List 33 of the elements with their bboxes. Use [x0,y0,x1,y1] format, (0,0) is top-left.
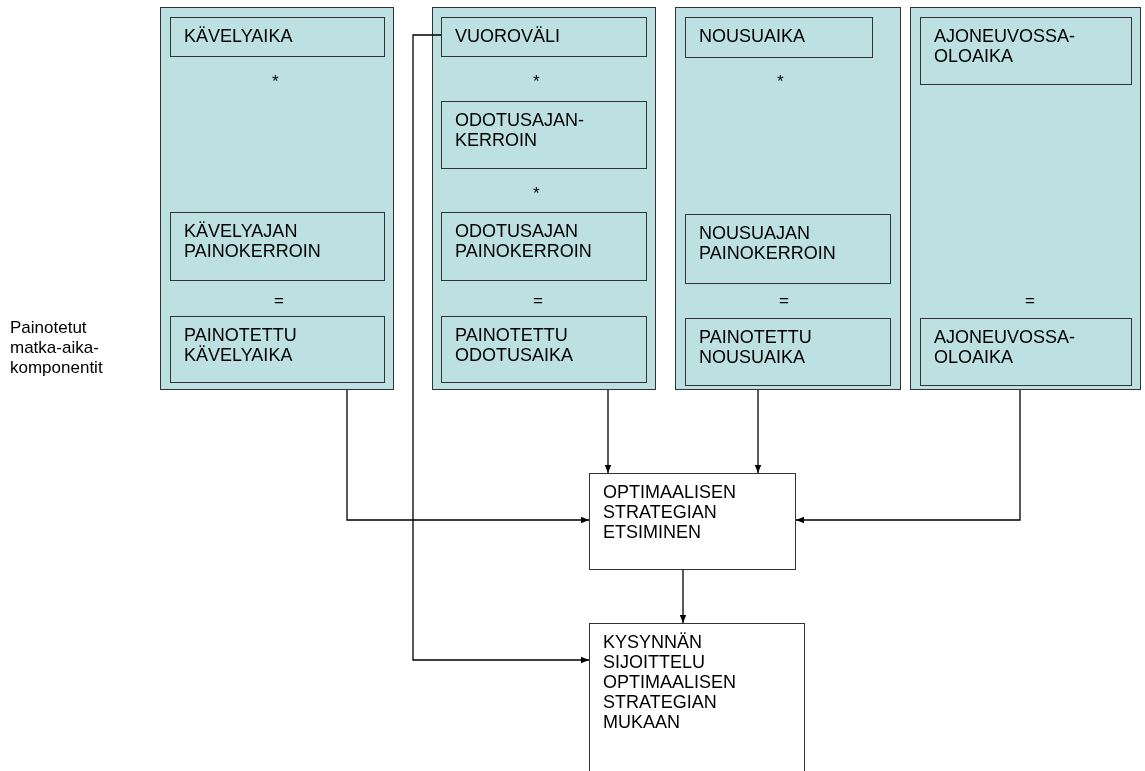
component-box: NOUSUAIKA [685,17,873,58]
operator-label: = [274,291,284,311]
column-panel [675,7,901,390]
operator-label: * [272,72,279,92]
arrow [346,389,590,524]
operator-label: * [777,72,784,92]
component-box: ODOTUSAJAN PAINOKERROIN [441,212,647,281]
component-box: KÄVELYAJAN PAINOKERROIN [170,212,385,281]
arrow [412,34,590,664]
component-box: AJONEUVOSSA- OLOAIKA [920,17,1132,85]
column-panel [160,7,394,390]
component-box: AJONEUVOSSA- OLOAIKA [920,318,1132,386]
process-box: OPTIMAALISEN STRATEGIAN ETSIMINEN [589,473,796,570]
component-box: PAINOTETTU NOUSUAIKA [685,318,891,386]
process-box: KYSYNNÄN SIJOITTELU OPTIMAALISEN STRATEGIAN MUKAAN [589,623,805,771]
component-box: PAINOTETTU ODOTUSAIKA [441,316,647,383]
component-box: NOUSUAJAN PAINOKERROIN [685,214,891,284]
arrow [604,389,612,474]
operator-label: * [533,72,540,92]
arrow [795,389,1021,524]
column-panel [910,7,1141,390]
side-label: Painotetut matka-aika- komponentit [10,318,104,378]
arrow [754,389,762,474]
operator-label: = [779,291,789,311]
arrow [679,569,687,624]
component-box: VUOROVÄLI [441,17,647,57]
component-box: PAINOTETTU KÄVELYAIKA [170,316,385,383]
operator-label: * [533,184,540,204]
operator-label: = [1025,291,1035,311]
column-panel [432,7,656,390]
operator-label: = [533,291,543,311]
component-box: ODOTUSAJAN- KERROIN [441,101,647,169]
component-box: KÄVELYAIKA [170,17,385,57]
